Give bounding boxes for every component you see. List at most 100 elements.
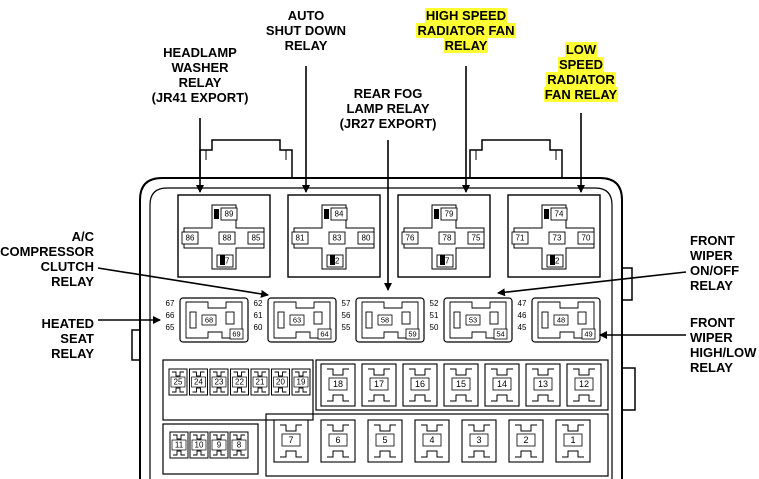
mini-fuse-9: 9 [209, 431, 229, 459]
mini-relay-pin-number: 55 [342, 323, 351, 332]
mini-relay-corner-number: 49 [584, 329, 592, 338]
large-relay-3: 79 76 78 75 77 [397, 194, 491, 278]
relay-terminal-left-number: 86 [186, 234, 195, 243]
callout-front-wiper-onoff-relay: FRONT WIPER ON/OFF RELAY [690, 233, 740, 293]
large-relay-1: 89 86 88 85 87 [177, 194, 271, 278]
maxi-fuse-number: 2 [523, 435, 528, 445]
mini-relay-center-number: 58 [381, 315, 389, 324]
maxi-fuse-number: 14 [497, 379, 507, 389]
maxi-fuse-number: 6 [335, 435, 340, 445]
mini-fuse-23: 23 [209, 368, 229, 396]
relay-terminal-right-number: 70 [582, 234, 591, 243]
relay-terminal-center-number: 73 [553, 234, 562, 243]
mini-fuse-number: 8 [237, 441, 242, 450]
mini-relay-pin-number: 50 [430, 323, 439, 332]
large-relay-2: 8481838082 [287, 194, 381, 278]
mini-relay-pin-number: 51 [430, 311, 439, 320]
relay-terminal-right-number: 75 [472, 234, 481, 243]
maxi-fuse-12: 12 [566, 363, 602, 407]
relay-terminal-bottom-number: 82 [331, 257, 340, 266]
callout-headlamp-washer-relay: HEADLAMP WASHER RELAY (JR41 EXPORT) [151, 45, 249, 105]
mini-fuse-11: 11 [169, 431, 189, 459]
maxi-fuse-13: 13 [525, 363, 561, 407]
mini-relay-2: 62 61 60 63 64 [254, 297, 337, 343]
relay-terminal-top-number: 74 [555, 210, 564, 219]
mini-relay-pin-number: 47 [518, 299, 527, 308]
mini-fuse-19: 19 [291, 368, 311, 396]
maxi-fuse-7: 7 [273, 419, 309, 463]
fuse-box-housing [131, 139, 636, 479]
mini-fuse-number: 24 [194, 378, 203, 387]
mini-relay-corner-number: 69 [232, 329, 240, 338]
mini-fuse-number: 25 [174, 378, 183, 387]
mini-relay-pin-number: 62 [254, 299, 263, 308]
relay-terminal-left-number: 71 [516, 234, 525, 243]
mini-relay-corner-number: 64 [320, 329, 328, 338]
maxi-fuse-18: 18 [320, 363, 356, 407]
maxi-fuse-2: 2 [508, 419, 544, 463]
mini-relay-corner-number: 54 [496, 329, 504, 338]
maxi-fuse-number: 4 [429, 435, 434, 445]
callout-arrows [97, 66, 687, 339]
relay-terminal-bottom-number: 87 [221, 257, 230, 266]
maxi-fuse-1: 1 [555, 419, 591, 463]
mini-relay-pin-number: 45 [518, 323, 527, 332]
maxi-fuse-number: 17 [374, 379, 384, 389]
mini-fuse-number: 11 [175, 441, 184, 450]
maxi-fuse-15: 15 [443, 363, 479, 407]
maxi-fuse-14: 14 [484, 363, 520, 407]
relay-terminal-bottom-number: 72 [551, 257, 560, 266]
mini-fuse-number: 10 [195, 441, 204, 450]
mini-relay-center-number: 48 [557, 315, 565, 324]
mini-relay-center-number: 63 [293, 315, 301, 324]
mini-relay-pin-number: 56 [342, 311, 351, 320]
mini-relay-pin-number: 65 [166, 323, 175, 332]
mini-fuse-25: 25 [168, 368, 188, 396]
mini-relay-pin-number: 61 [254, 311, 263, 320]
mini-fuse-22: 22 [230, 368, 249, 396]
relay-terminal-top-number: 79 [445, 210, 454, 219]
maxi-fuse-number: 13 [538, 379, 548, 389]
maxi-fuse-number: 12 [579, 379, 589, 389]
mini-fuse-8: 8 [229, 431, 249, 459]
maxi-fuse-number: 16 [415, 379, 425, 389]
maxi-fuse-number: 3 [476, 435, 481, 445]
maxi-fuse-5: 5 [367, 419, 403, 463]
mini-fuse-number: 21 [256, 378, 265, 387]
mini-fuse-10: 10 [189, 431, 209, 459]
callout-low-speed-text: LOW SPEED RADIATOR FAN RELAY [543, 42, 619, 102]
mini-relay-pin-number: 67 [166, 299, 175, 308]
relay-terminal-left-number: 76 [406, 234, 415, 243]
mini-fuse-number: 19 [297, 378, 306, 387]
maxi-fuse-4: 4 [414, 419, 450, 463]
large-relay-row: 8986888587848183808279767875777471737072 [177, 194, 601, 278]
relay-terminal-center-number: 83 [333, 234, 342, 243]
mini-fuse-24: 24 [189, 368, 208, 396]
mini-relay-row: 6766656869626160636457565558595251505354… [166, 297, 601, 343]
mini-relay-center-number: 68 [205, 315, 213, 324]
callout-rear-fog-lamp-relay: REAR FOG LAMP RELAY (JR27 EXPORT) [339, 86, 437, 131]
relay-terminal-center-number: 88 [223, 234, 232, 243]
maxi-fuse-17: 17 [361, 363, 397, 407]
maxi-fuse-number: 15 [456, 379, 466, 389]
maxi-fuse-number: 18 [333, 379, 343, 389]
callout-ac-compressor-clutch-relay: A/C COMPRESSOR CLUTCH RELAY [0, 229, 94, 289]
mini-relay-corner-number: 59 [408, 329, 416, 338]
relay-terminal-right-number: 80 [362, 234, 371, 243]
mini-relay-pin-number: 60 [254, 323, 263, 332]
callout-front-wiper-highlow-relay: FRONT WIPER HIGH/LOW RELAY [690, 315, 757, 375]
relay-terminal-top-number: 89 [225, 210, 234, 219]
relay-terminal-right-number: 85 [252, 234, 261, 243]
callout-low-speed-radiator-fan-relay: LOW SPEED RADIATOR FAN RELAY [536, 42, 626, 102]
mini-fuse-20: 20 [271, 368, 290, 396]
mini-fuse-number: 23 [215, 378, 224, 387]
mini-fuse-number: 20 [276, 378, 285, 387]
relay-terminal-center-number: 78 [443, 234, 452, 243]
relay-terminal-bottom-number: 77 [441, 257, 450, 266]
callout-heated-seat-relay: HEATED SEAT RELAY [41, 316, 94, 361]
